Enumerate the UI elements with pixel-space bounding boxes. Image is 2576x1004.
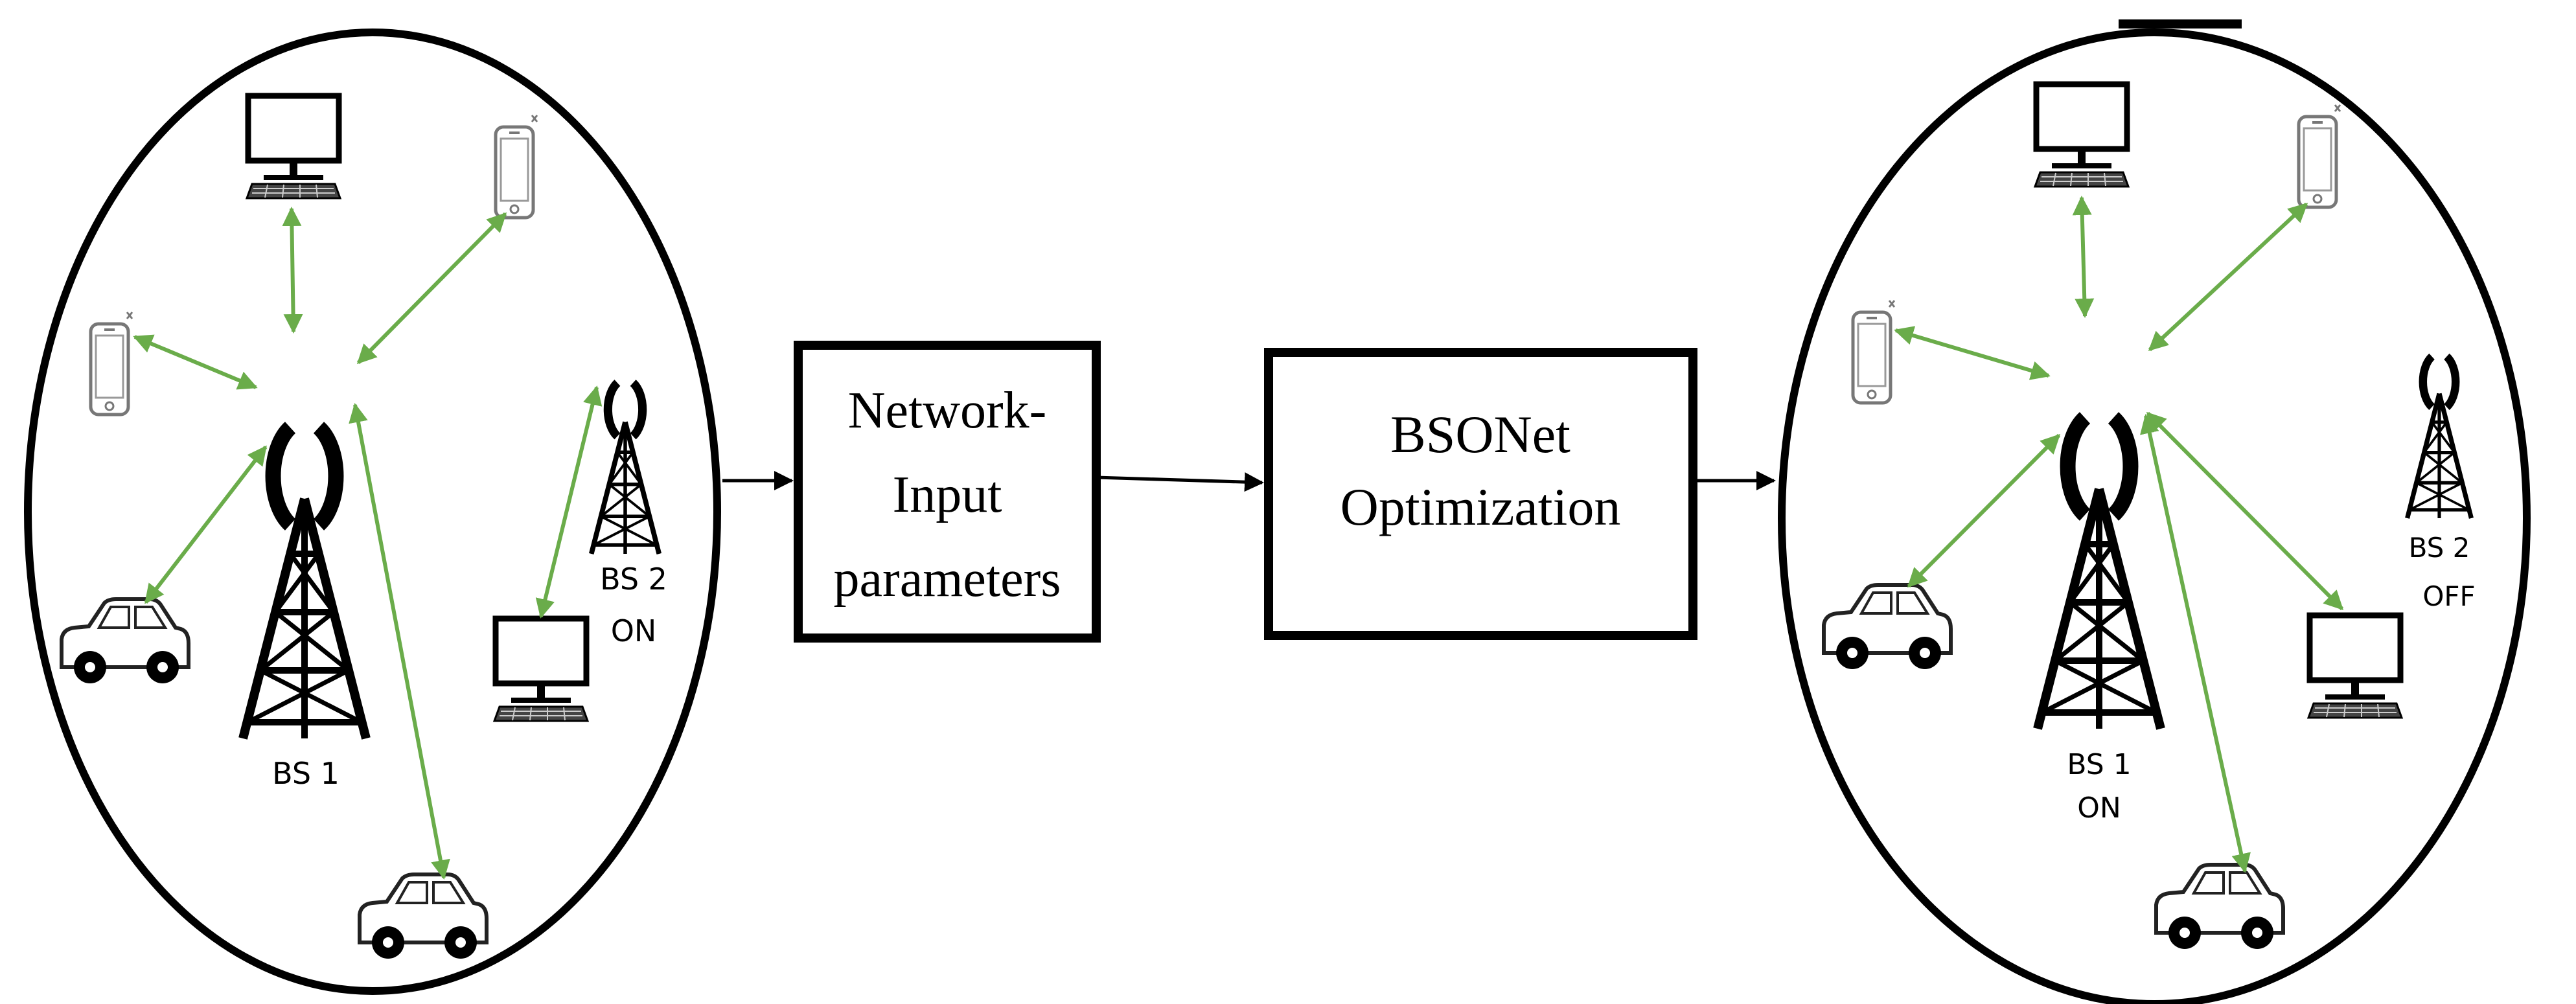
bs1-label: BS 1 bbox=[272, 756, 339, 791]
car-icon bbox=[1824, 585, 1951, 669]
bsonet-line-1: BSONet bbox=[1390, 405, 1570, 464]
bs1-label: BS 1 bbox=[2067, 748, 2131, 781]
phone-icon bbox=[1853, 301, 1894, 403]
phone-icon bbox=[91, 312, 132, 415]
network-input-box bbox=[794, 341, 1101, 643]
base-station-2-tower-icon bbox=[2408, 356, 2472, 518]
car-icon bbox=[62, 599, 189, 683]
bs2-label: BS 2 bbox=[600, 562, 667, 597]
wireless-link bbox=[1907, 433, 2061, 588]
car-icon bbox=[360, 874, 487, 959]
bs2-status: OFF bbox=[2422, 580, 2475, 612]
bs2-status: ON bbox=[611, 613, 657, 648]
wireless-link bbox=[1894, 326, 2051, 380]
top-edge-mark bbox=[2119, 19, 2242, 29]
bs1-status: ON bbox=[2077, 792, 2121, 825]
wireless-link bbox=[282, 207, 303, 334]
base-station-1-tower-icon bbox=[2038, 418, 2161, 729]
computer-icon bbox=[247, 96, 340, 198]
left-network-cell bbox=[24, 29, 721, 995]
right-links bbox=[1894, 196, 2344, 873]
wireless-link bbox=[133, 334, 258, 390]
phone-icon bbox=[496, 115, 537, 218]
wireless-link bbox=[356, 212, 507, 365]
base-station-2-tower-icon bbox=[592, 383, 660, 554]
network-input-line-3: parameters bbox=[834, 551, 1061, 608]
left-links bbox=[133, 207, 603, 880]
wireless-link bbox=[144, 445, 268, 604]
bsonet-optimization-box bbox=[1264, 348, 1697, 640]
flow-arrow bbox=[1096, 472, 1264, 492]
wireless-link bbox=[2146, 411, 2344, 611]
computer-icon bbox=[2308, 615, 2402, 718]
computer-icon bbox=[494, 619, 588, 721]
network-input-line-2: Input bbox=[893, 466, 1002, 523]
wireless-link bbox=[2140, 414, 2251, 873]
wireless-link bbox=[2148, 202, 2308, 352]
bs2-label: BS 2 bbox=[2409, 532, 2470, 564]
right-network-cell bbox=[1778, 29, 2531, 1004]
base-station-1-tower-icon bbox=[243, 428, 366, 738]
computer-icon bbox=[2035, 84, 2128, 187]
bsonet-line-2: Optimization bbox=[1340, 477, 1621, 536]
phone-icon bbox=[2299, 105, 2340, 207]
wireless-link bbox=[535, 385, 603, 619]
car-icon bbox=[2156, 865, 2283, 949]
network-input-line-1: Network- bbox=[848, 382, 1047, 439]
wireless-link bbox=[2072, 196, 2095, 318]
wireless-link bbox=[349, 403, 450, 880]
